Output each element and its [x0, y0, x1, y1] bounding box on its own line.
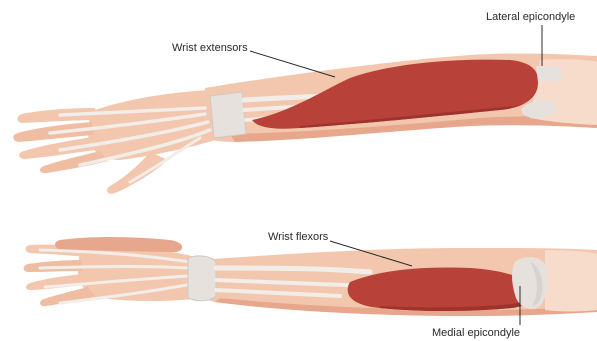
- bottom-forearm: Wrist flexors Medial epicondyle: [24, 231, 597, 339]
- wrist-flexors-label: Wrist flexors: [268, 231, 329, 243]
- wrist-extensors-leader: [250, 51, 335, 77]
- top-forearm: Wrist extensors Lateral epicondyle: [13, 11, 597, 194]
- bottom-wrist-retinaculum: [188, 256, 216, 301]
- bottom-elbow: [545, 250, 597, 312]
- bottom-thumb: [55, 237, 182, 252]
- top-wrist-retinaculum: [210, 92, 246, 138]
- medial-epicondyle-label: Medial epicondyle: [432, 327, 520, 339]
- wrist-extensors-label: Wrist extensors: [172, 42, 248, 54]
- lateral-epicondyle-tendon: [536, 66, 562, 82]
- lateral-epicondyle-label: Lateral epicondyle: [486, 11, 575, 23]
